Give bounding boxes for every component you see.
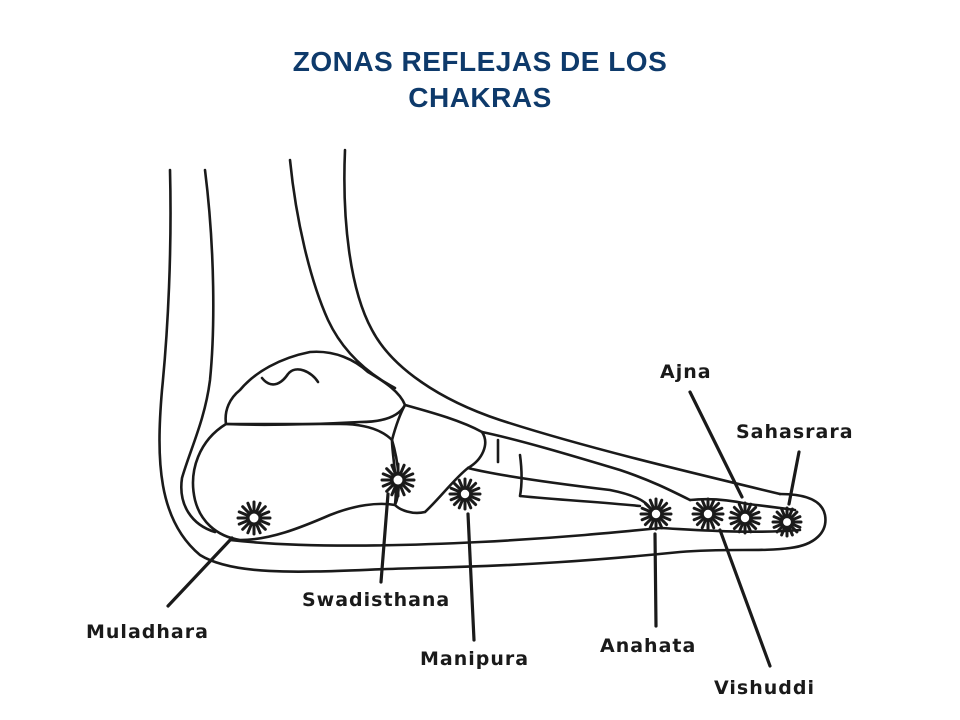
leader-ajna: [688, 390, 744, 499]
title-line-1: ZONAS REFLEJAS DE LOS: [292, 46, 668, 77]
leader-swadisthana: [379, 492, 390, 584]
talus-notch: [260, 368, 320, 386]
chakra-markers: [236, 462, 803, 538]
metatarsal-lower: [466, 466, 652, 510]
calcaneus-bone: [191, 422, 400, 542]
chakra-marker-vishuddi: [691, 497, 725, 531]
label-anahata: Anahata: [600, 635, 696, 657]
leader-muladhara: [166, 536, 234, 608]
leader-anahata: [653, 532, 658, 628]
chakra-marker-sahasrara: [771, 506, 803, 538]
leader-sahasrara: [787, 450, 801, 506]
metatarsal-outline: [480, 430, 692, 502]
sole-inner-line: [228, 526, 802, 547]
chakra-marker-anahata: [639, 497, 673, 531]
leader-vishuddi: [718, 528, 772, 668]
leader-lines: [166, 390, 801, 668]
page-title: ZONAS REFLEJAS DE LOS CHAKRAS: [0, 44, 960, 116]
heel-sole-outline: [158, 168, 827, 573]
chakra-marker-swadisthana: [380, 462, 416, 498]
label-ajna: Ajna: [660, 361, 712, 383]
chakra-labels: Muladhara Swadisthana Manipura Anahata V…: [86, 361, 854, 699]
label-muladhara: Muladhara: [86, 621, 209, 643]
chakra-marker-vishuddi-2: [728, 501, 762, 535]
chakra-marker-manipura: [448, 477, 482, 511]
navicular-bone: [390, 403, 487, 515]
metatarsal-shaft: [518, 453, 642, 508]
chakra-marker-muladhara: [236, 500, 272, 536]
label-swadisthana: Swadisthana: [302, 589, 450, 611]
inner-heel-curve: [180, 168, 217, 534]
title-line-2: CHAKRAS: [408, 82, 552, 113]
label-manipura: Manipura: [420, 648, 529, 670]
leader-manipura: [466, 512, 476, 642]
instep-outline: [343, 148, 782, 496]
label-sahasrara: Sahasrara: [736, 421, 854, 443]
talus-bone: [224, 350, 407, 427]
label-vishuddi: Vishuddi: [714, 677, 815, 699]
